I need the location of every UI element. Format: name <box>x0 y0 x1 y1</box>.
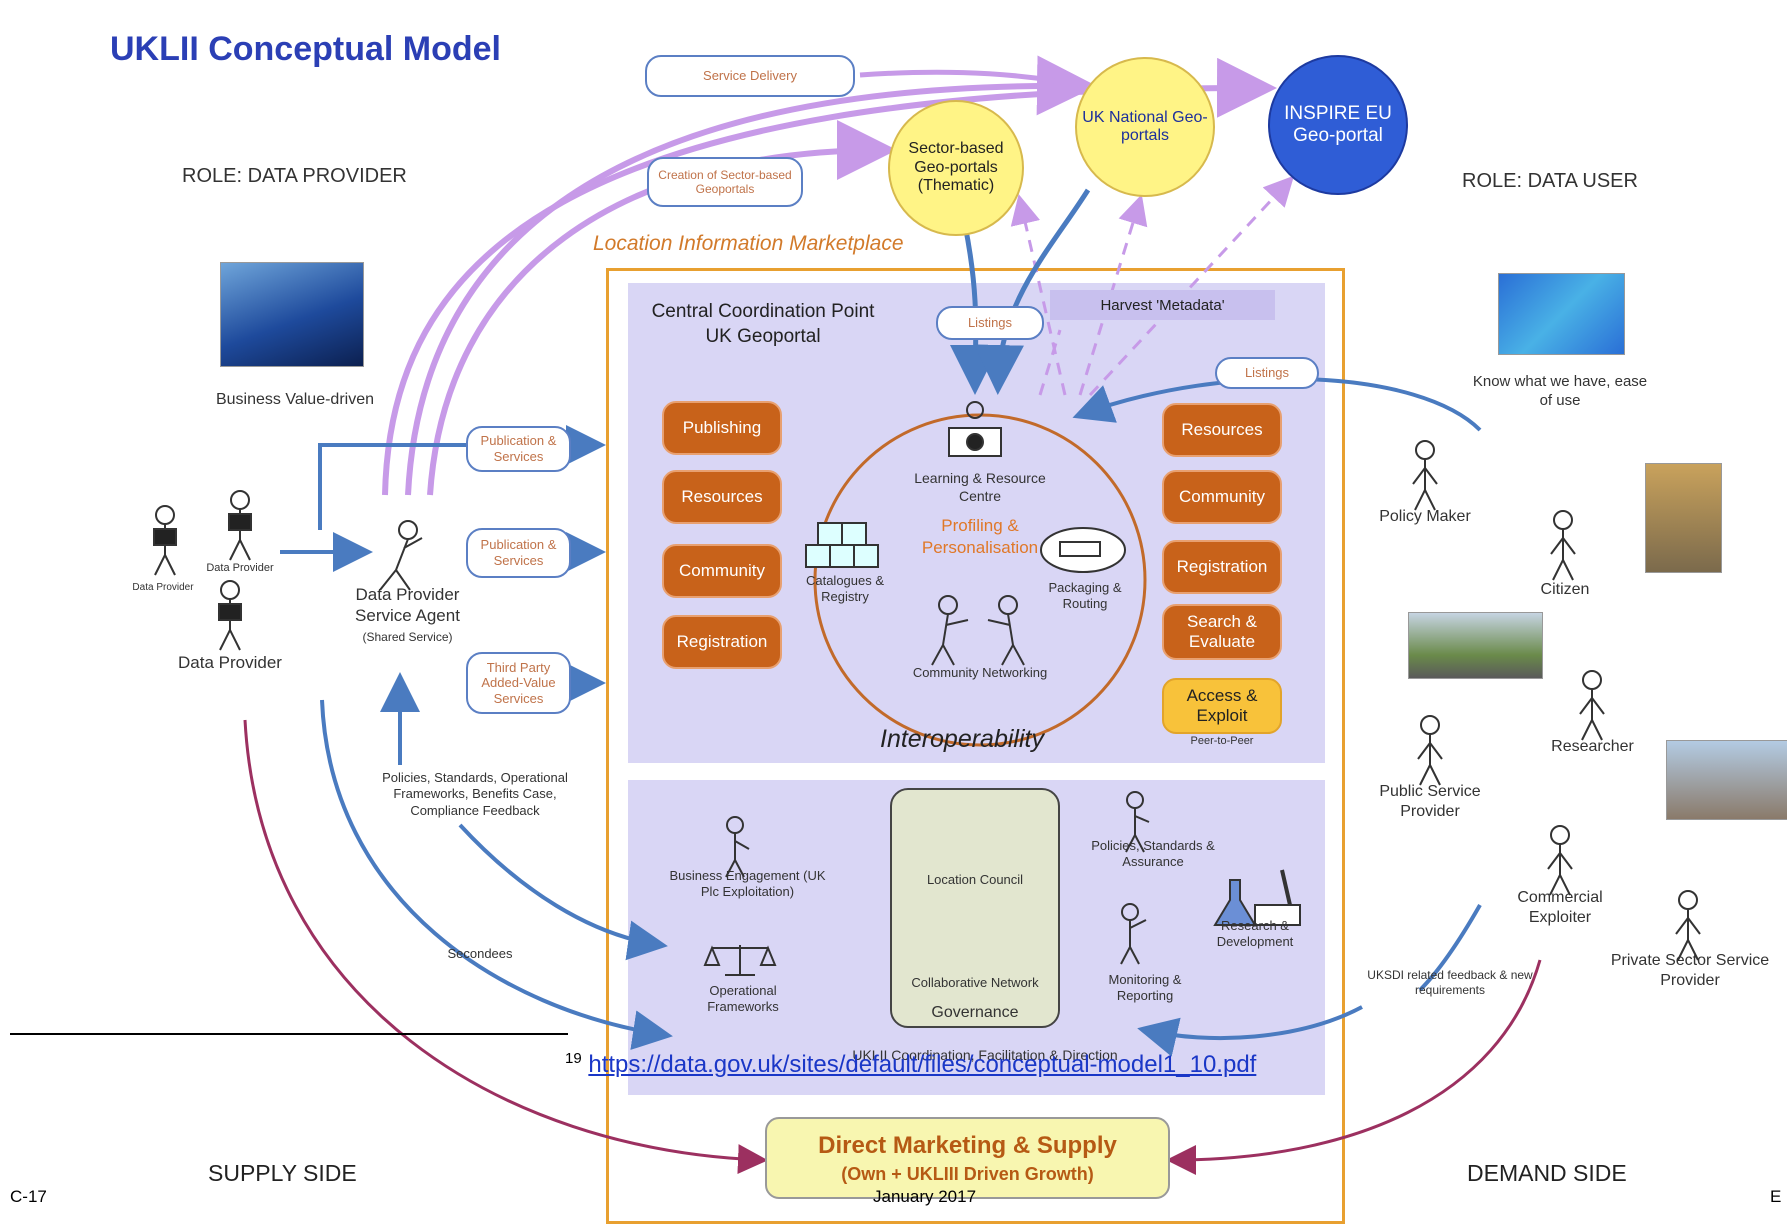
data-provider-label: Data Provider <box>178 653 282 672</box>
footnote: 19 https://data.gov.uk/sites/default/fil… <box>565 1050 1256 1079</box>
collaborative-network-label: Collaborative Network <box>911 975 1039 990</box>
policies-assurance-label: Policies, Standards & Assurance <box>1091 838 1215 870</box>
resources-button-left[interactable]: Resources <box>662 470 782 524</box>
footnote-separator <box>10 1033 568 1035</box>
monitoring-reporting-label: Monitoring & Reporting <box>1108 972 1182 1004</box>
supply-side-label: SUPPLY SIDE <box>208 1160 357 1186</box>
business-value-image <box>220 262 364 367</box>
search-evaluate-button[interactable]: Search & Evaluate <box>1162 604 1282 660</box>
resources-button-right[interactable]: Resources <box>1162 403 1282 457</box>
agent-label: Data Provider Service Agent <box>355 585 460 626</box>
community-networking-label: Community Networking <box>912 665 1048 680</box>
harvest-metadata-label: Harvest 'Metadata' <box>1050 290 1275 320</box>
policies-note-label: Policies, Standards, Operational Framewo… <box>382 770 568 818</box>
motorway-image <box>1408 612 1543 679</box>
feedback-label: UKSDI related feedback & new requirement… <box>1367 968 1533 997</box>
governance-box <box>890 788 1060 1028</box>
packaging-label: Packaging & Routing <box>1048 580 1122 612</box>
direct-marketing-subtitle: (Own + UKLIII Driven Growth) <box>841 1163 1094 1184</box>
sector-geoportal-circle: Sector-based Geo-portals (Thematic) <box>888 100 1024 236</box>
service-delivery-pill: Service Delivery <box>645 55 855 97</box>
policy-maker-label: Policy Maker <box>1379 508 1471 525</box>
secondees-label: Secondees <box>447 946 513 961</box>
agent-note-label: (Shared Service) <box>362 630 453 644</box>
catalogues-label: Catalogues & Registry <box>805 573 885 605</box>
profiling-label: Profiling & Personalisation <box>921 516 1039 558</box>
direct-marketing-box: Direct Marketing & Supply (Own + UKLIII … <box>765 1117 1170 1199</box>
commercial-exploiter-label: Commercial Exploiter <box>1517 889 1603 926</box>
puzzle-map-image <box>1498 273 1625 355</box>
publication-services-pill-2: Publication & Services <box>466 528 571 578</box>
footnote-number: 19 <box>565 1050 582 1067</box>
location-council-label: Location Council <box>926 872 1024 887</box>
community-button-right[interactable]: Community <box>1162 470 1282 524</box>
data-provider-small-2: Data Provider <box>206 562 274 574</box>
community-button-left[interactable]: Community <box>662 544 782 598</box>
access-exploit-button[interactable]: Access & Exploit <box>1162 678 1282 734</box>
direct-marketing-title: Direct Marketing & Supply <box>818 1131 1117 1159</box>
citizen-label: Citizen <box>1540 581 1590 598</box>
third-party-pill: Third Party Added-Value Services <box>466 652 571 714</box>
diagram-title: UKLII Conceptual Model <box>110 30 501 68</box>
flood-sign-image <box>1645 463 1722 573</box>
footer-page-number: C-17 <box>10 1187 47 1206</box>
public-service-label: Public Service Provider <box>1379 783 1481 820</box>
role-data-user: ROLE: DATA USER <box>1462 170 1638 192</box>
listings-pill-top: Listings <box>936 306 1044 340</box>
business-value-label: Business Value-driven <box>215 391 374 408</box>
demand-side-label: DEMAND SIDE <box>1467 1160 1627 1186</box>
ccp-title: Central Coordination Point UK Geoportal <box>651 301 875 347</box>
footer-right: E <box>1770 1187 1782 1206</box>
listings-pill-right: Listings <box>1215 357 1319 389</box>
national-geoportal-circle: UK National Geo-portals <box>1075 57 1215 197</box>
research-development-label: Research & Development <box>1216 918 1294 950</box>
footer-date: January 2017 <box>873 1187 977 1206</box>
know-what-label: Know what we have, ease of use <box>1472 373 1648 409</box>
creation-sector-pill: Creation of Sector-based Geoportals <box>647 157 803 207</box>
governance-label: Governance <box>931 1004 1019 1021</box>
coordination-label: UKLII Coordination, Facilitation & Direc… <box>852 1047 1118 1063</box>
operational-frameworks-label: Operational Frameworks <box>707 983 779 1015</box>
interoperability-label: Interoperability <box>880 725 1044 753</box>
inspire-geoportal-circle: INSPIRE EU Geo-portal <box>1268 55 1408 195</box>
data-provider-small-1: Data Provider <box>132 582 194 593</box>
business-engagement-label: Business Engagement (UK Plc Exploitation… <box>669 868 826 900</box>
registration-button-right[interactable]: Registration <box>1162 540 1282 594</box>
researcher-label: Researcher <box>1551 738 1634 755</box>
peer-to-peer-label: Peer-to-Peer <box>1190 735 1254 747</box>
role-data-provider: ROLE: DATA PROVIDER <box>182 165 407 187</box>
footnote-link[interactable]: https://data.gov.uk/sites/default/files/… <box>588 1051 1257 1078</box>
registration-button-left[interactable]: Registration <box>662 615 782 669</box>
publishing-button[interactable]: Publishing <box>662 401 782 455</box>
marketplace-label: Location Information Marketplace <box>593 232 904 255</box>
private-sector-label: Private Sector Service Provider <box>1610 952 1770 989</box>
learning-resource-label: Learning & Resource Centre <box>914 470 1046 504</box>
publication-services-pill-1: Publication & Services <box>466 426 571 472</box>
construction-image <box>1666 740 1787 820</box>
